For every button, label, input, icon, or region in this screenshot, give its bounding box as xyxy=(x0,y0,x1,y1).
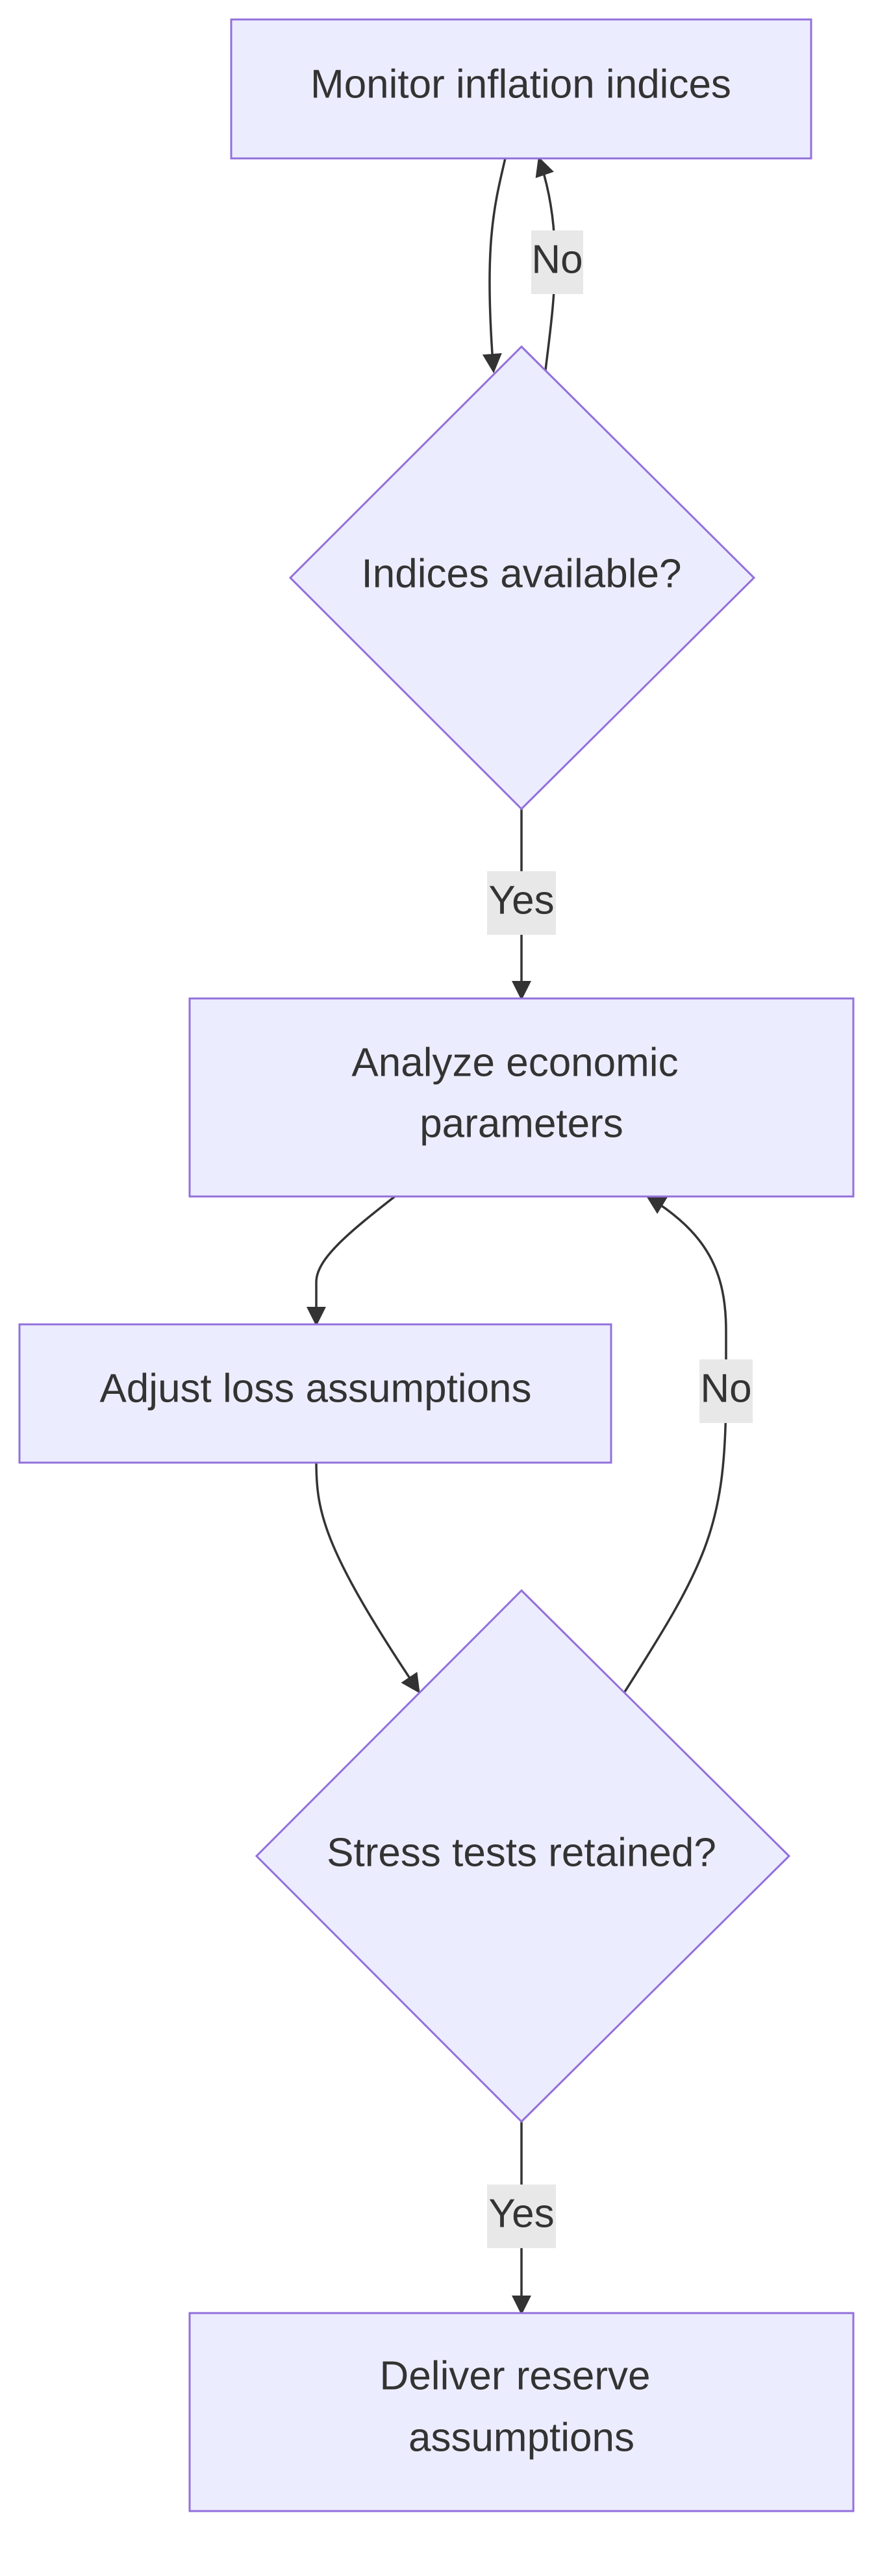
edge-monitor-to-indices xyxy=(482,158,507,373)
node-indices-available-decision: Indices available? xyxy=(288,345,756,811)
node-deliver-reserve-assumptions: Deliver reserve assumptions xyxy=(188,2312,855,2512)
node-adjust-loss-assumptions: Adjust loss assumptions xyxy=(18,1323,612,1464)
node-label: Stress tests retained? xyxy=(327,1830,716,1875)
node-label-line-1: Deliver reserve xyxy=(380,2353,651,2398)
node-analyze-economic-parameters: Analyze economic parameters xyxy=(188,997,855,1198)
edge-label-stress-no: No xyxy=(699,1359,753,1423)
node-label: Indices available? xyxy=(362,551,682,596)
node-label-line-2: assumptions xyxy=(408,2415,634,2460)
node-label-line-2: parameters xyxy=(420,1101,623,1146)
edge-label-text: Yes xyxy=(488,2191,554,2236)
edge-analyze-to-adjust xyxy=(307,1195,396,1326)
edge-label-indices-no: No xyxy=(531,230,583,294)
edge-label-text: No xyxy=(700,1366,751,1411)
node-monitor-inflation-indices: Monitor inflation indices xyxy=(230,18,812,160)
edge-adjust-to-stress xyxy=(315,1462,420,1694)
node-label: Monitor inflation indices xyxy=(310,62,731,106)
edge-label-text: No xyxy=(531,237,583,282)
node-label: Adjust loss assumptions xyxy=(99,1366,531,1411)
edge-labels: No Yes No Yes xyxy=(487,230,753,2248)
edge-label-text: Yes xyxy=(488,878,554,923)
edge-label-stress-yes: Yes xyxy=(487,2185,556,2248)
node-label-line-1: Analyze economic xyxy=(351,1040,678,1085)
edge-stress-no-to-analyze xyxy=(623,1195,727,1692)
edge-label-indices-yes: Yes xyxy=(487,871,556,935)
node-stress-tests-retained-decision: Stress tests retained? xyxy=(255,1589,791,2124)
nodes: Monitor inflation indices Indices availa… xyxy=(18,18,855,2512)
